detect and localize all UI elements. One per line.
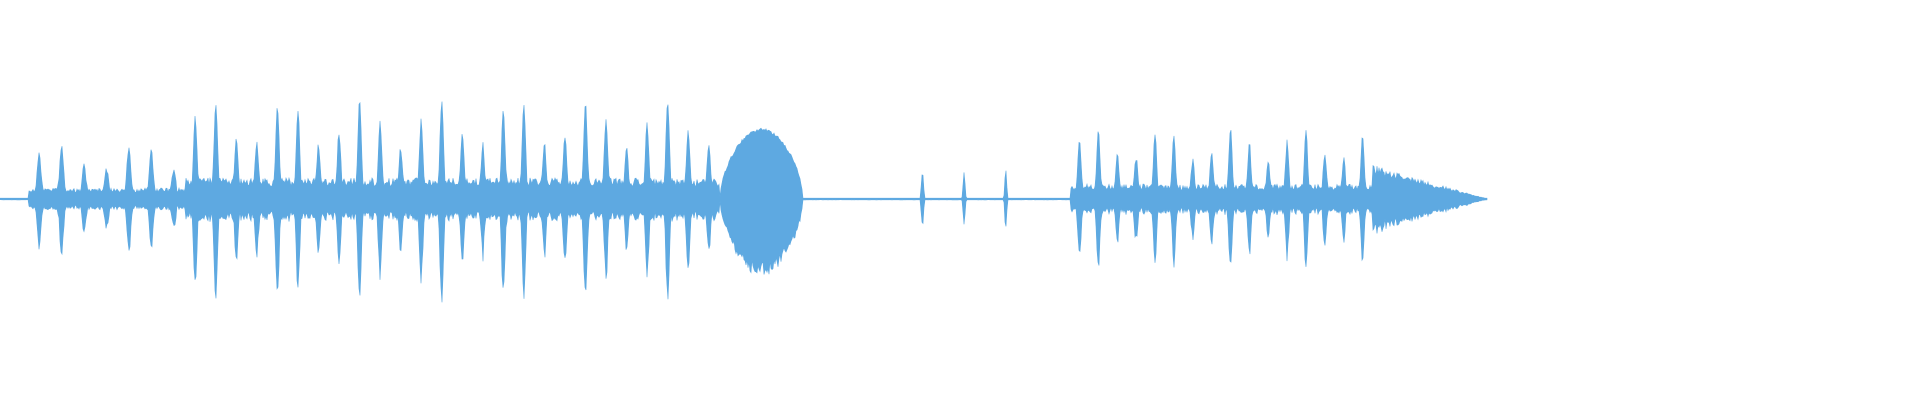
waveform-amplitude-shape [0,101,1488,303]
waveform-path-group [0,101,1488,303]
